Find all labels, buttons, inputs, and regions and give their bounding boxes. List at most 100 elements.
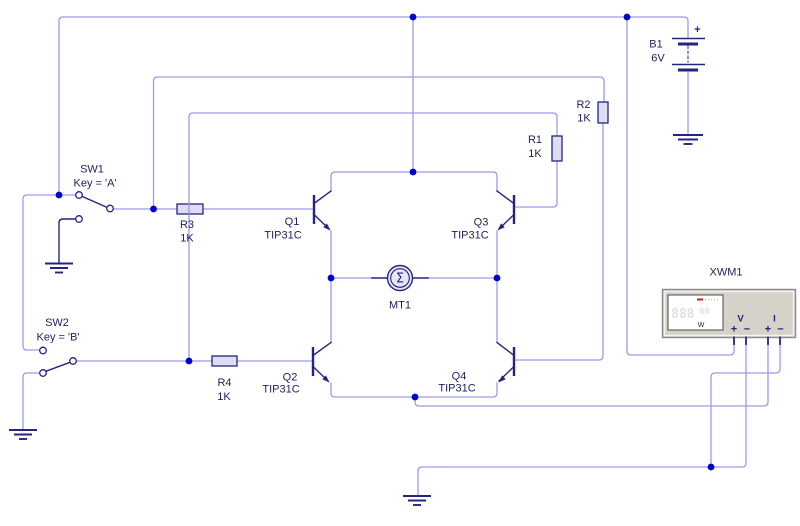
xwm1-current-label: I [773, 314, 776, 325]
sw1-throw-top [75, 191, 83, 199]
r4-body [211, 355, 238, 367]
xwm1-voltage-label: V [737, 314, 744, 325]
xwm1-display [667, 294, 724, 331]
wire-supply-rail[interactable] [58, 16, 689, 196]
transistor-q3[interactable]: Q3 TIP31C [451, 190, 516, 242]
sw1-ref-label: SW1 [80, 164, 104, 176]
q2-emitter-arrow [322, 375, 330, 383]
junction-rail-center [409, 13, 417, 21]
sw1-ground-icon [45, 262, 73, 274]
wire-rail-to-vplus[interactable] [626, 16, 735, 356]
q3-emitter-arrow [497, 223, 505, 231]
q2-collector [312, 341, 332, 357]
sw2-throw-bottom [39, 369, 47, 377]
transistor-q2[interactable]: Q2 TIP31C [262, 341, 332, 396]
xwm1-ref-label: XWM1 [710, 267, 743, 279]
resistor-r4[interactable]: R4 1K [211, 355, 238, 403]
sw2-ground-icon [9, 429, 37, 440]
q3-part-label: TIP31C [451, 230, 488, 242]
r4-ref-label: R4 [217, 377, 231, 389]
xwm1-unit-label: W [698, 322, 705, 329]
xwm1-case-bevel [663, 290, 795, 337]
q4-emitter-arrow [498, 375, 506, 383]
switch-sw2[interactable]: SW2 Key = 'B' [9, 317, 80, 440]
q2-part-label: TIP31C [262, 384, 299, 396]
wire-r1-to-q3base[interactable] [515, 160, 558, 208]
q1-ref-label: Q1 [285, 216, 300, 228]
q1-part-label: TIP31C [264, 230, 301, 242]
r3-ref-label: R3 [180, 219, 194, 231]
q4-part-label: TIP31C [438, 383, 475, 395]
junction-rail-vplus [623, 13, 631, 21]
sw2-key-label: Key = 'B' [36, 332, 79, 344]
r1-value-label: 1K [528, 148, 542, 160]
mt1-ref-label: MT1 [389, 300, 411, 312]
wire-emitters-to-iplus[interactable] [414, 343, 769, 407]
b1-ground-icon [673, 134, 703, 145]
junction-node-a [150, 205, 157, 213]
xwm1-display-digits-small: 88 [699, 307, 710, 317]
b1-value-label: 6V [651, 53, 665, 65]
b1-plus-sign: + [694, 24, 700, 36]
junction-motor-right [493, 274, 501, 282]
xwm1-vminus-label: − [744, 324, 750, 336]
mt1-inner-circle [390, 268, 410, 288]
q3-collector [496, 190, 515, 205]
r2-value-label: 1K [577, 113, 591, 125]
junction-supply-sw1 [55, 191, 63, 199]
meter-ground-icon[interactable] [403, 495, 431, 506]
r1-body [551, 135, 563, 162]
battery-b1[interactable]: + B1 6V [649, 24, 705, 145]
wire-supply-to-sw2[interactable] [22, 194, 57, 351]
r4-value-label: 1K [217, 391, 231, 403]
sw1-ground-wire [58, 218, 77, 263]
wattmeter-xwm1[interactable]: XWM1 888 88 W V + − I + − [661, 267, 797, 345]
q2-ref-label: Q2 [283, 372, 298, 384]
q4-collector [496, 341, 515, 357]
resistor-r1[interactable]: R1 1K [528, 134, 563, 162]
sw2-arm [44, 361, 71, 373]
r2-body [597, 101, 609, 124]
sw2-pole [69, 357, 77, 365]
q4-ref-label: Q4 [452, 371, 467, 383]
sw1-arm [80, 195, 109, 209]
transistor-q1[interactable]: Q1 TIP31C [264, 190, 332, 242]
switch-sw1[interactable]: SW1 Key = 'A' [45, 164, 117, 274]
b1-ref-label: B1 [649, 39, 662, 51]
xwm1-display-digits: 888 [671, 307, 695, 322]
junction-emitter-rail [411, 393, 419, 401]
junction-bridge-top [409, 168, 417, 176]
wire-r2-to-q4base[interactable] [515, 122, 604, 361]
wire-nodeA-to-r2[interactable] [152, 76, 605, 210]
q1-collector [313, 190, 332, 205]
wire-vminus-to-ground[interactable] [417, 343, 747, 496]
junction-node-b [185, 357, 193, 365]
transistor-q4[interactable]: Q4 TIP31C [438, 341, 516, 395]
junction-motor-left [327, 274, 335, 282]
r3-body [176, 203, 204, 215]
sw1-key-label: Key = 'A' [73, 178, 116, 190]
wires [22, 16, 781, 496]
xwm1-iplus-label: + [765, 324, 771, 336]
sw1-throw-bottom [75, 215, 83, 223]
r1-ref-label: R1 [528, 134, 542, 146]
junction-dots [55, 13, 715, 471]
r3-value-label: 1K [180, 233, 194, 245]
sw2-ref-label: SW2 [45, 317, 69, 329]
wire-nodeB-to-r1[interactable] [188, 112, 558, 362]
q3-ref-label: Q3 [474, 217, 489, 229]
sw2-throw-top [39, 346, 47, 355]
sw1-pole [106, 204, 114, 213]
wire-iminus-to-ground[interactable] [710, 343, 781, 467]
xwm1-vplus-label: + [731, 324, 737, 336]
r2-ref-label: R2 [576, 99, 590, 111]
xwm1-iminus-label: − [777, 324, 783, 336]
junction-ground-rail [707, 463, 715, 471]
resistor-r3[interactable]: R3 1K [176, 203, 204, 245]
motor-mt1[interactable]: Σ MT1 [371, 264, 429, 312]
resistor-r2[interactable]: R2 1K [576, 99, 609, 125]
xwm1-terminals[interactable] [733, 336, 781, 345]
wire-sw2-to-ground[interactable] [22, 372, 40, 430]
